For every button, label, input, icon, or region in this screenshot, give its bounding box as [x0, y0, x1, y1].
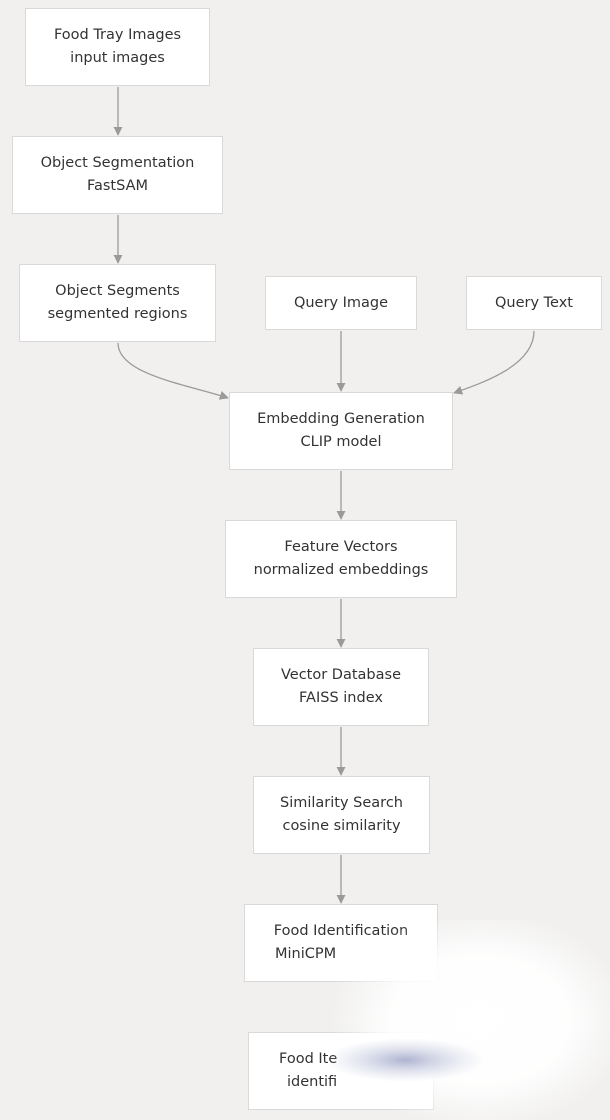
node-label-line1: Similarity Search	[280, 795, 403, 811]
node-food-tray-images: Food Tray Images input images	[25, 8, 210, 86]
node-label-line2: segmented regions	[47, 306, 188, 322]
node-label-line1: Query Text	[494, 294, 573, 311]
node-label-line1: Food Tray Images	[53, 27, 182, 43]
node-label-line2: identifi	[287, 1074, 338, 1090]
node-label-line2: input images	[70, 50, 165, 66]
node-label-line1: Object Segments	[55, 283, 180, 299]
node-similarity-search: Similarity Search cosine similarity	[253, 776, 430, 854]
node-object-segmentation: Object Segmentation FastSAM	[12, 136, 223, 214]
node-label-line1: Food Identification	[273, 923, 409, 939]
node-label-line2: cosine similarity	[282, 818, 401, 834]
node-label-line1: Embedding Generation	[257, 411, 425, 427]
node-query-text: Query Text	[466, 276, 602, 330]
node-object-segments: Object Segments segmented regions	[19, 264, 216, 342]
node-embedding-generation: Embedding Generation CLIP model	[229, 392, 453, 470]
node-label-line1: Vector Database	[280, 667, 401, 683]
node-food-items: Food Ite identifi	[248, 1032, 434, 1110]
node-label-line1: Query Image	[293, 294, 389, 311]
node-label-line2: normalized embeddings	[253, 562, 429, 578]
node-vector-database: Vector Database FAISS index	[253, 648, 429, 726]
node-food-identification: Food Identification MiniCPM	[244, 904, 438, 982]
edge-query-text-to-embedding	[453, 330, 535, 395]
node-label-line1: Feature Vectors	[284, 539, 398, 555]
edge-segments-to-embedding	[117, 342, 229, 400]
node-label-line2: CLIP model	[300, 434, 382, 450]
node-feature-vectors: Feature Vectors normalized embeddings	[225, 520, 457, 598]
node-query-image: Query Image	[265, 276, 417, 330]
node-label-line1: Food Ite	[279, 1051, 338, 1067]
node-label-line1: Object Segmentation	[40, 155, 195, 171]
node-label-line2: FAISS index	[299, 690, 383, 706]
node-label-line2: MiniCPM	[275, 946, 337, 962]
node-label-line2: FastSAM	[86, 178, 149, 194]
